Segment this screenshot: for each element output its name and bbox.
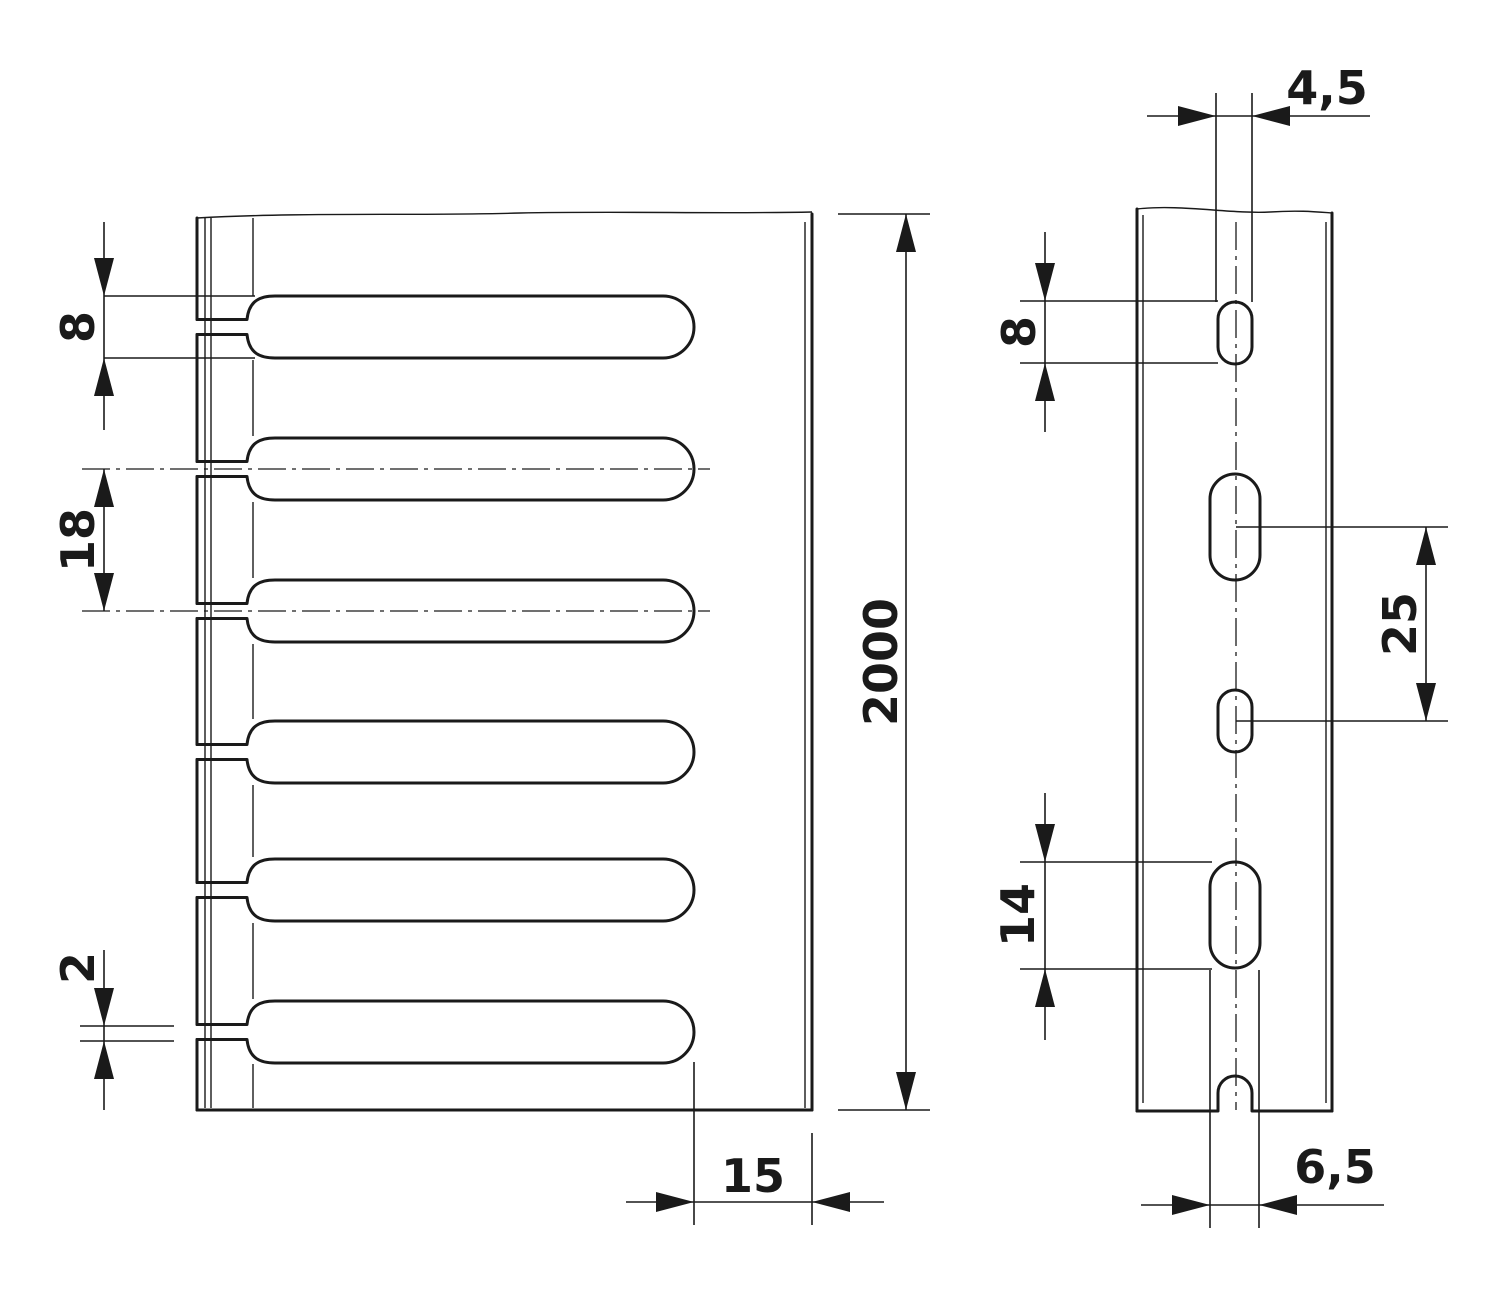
side-bottom-edge [1135,1074,1334,1113]
front-slots [195,216,696,1112]
dim-side-large-hole: 14 [991,793,1212,1040]
dim-front-gap-label: 2 [51,952,105,984]
front-slot-2 [195,436,696,502]
front-slot-1 [195,294,696,360]
dim-front-bottom-offset-label: 15 [721,1149,785,1203]
front-slot-6 [195,999,696,1065]
side-view [1135,206,1334,1113]
dim-front-bottom-offset: 15 [626,1062,884,1225]
dim-front-length: 2000 [838,213,930,1111]
dim-side-offset-bottom-label: 6,5 [1294,1140,1376,1194]
dim-front-slot-pitch-label: 18 [51,508,105,572]
dim-front-length-label: 2000 [854,598,908,726]
dim-side-small-hole-label: 8 [992,316,1046,348]
dim-side-small-hole: 8 [992,232,1218,432]
small-hole-top [1216,300,1254,366]
dim-front-slot-pitch: 18 [51,469,114,611]
dim-side-large-hole-label: 14 [991,883,1045,947]
dim-side-offset-top-label: 4,5 [1286,61,1368,115]
front-view [82,211,814,1112]
front-slot-5 [195,857,696,923]
dim-side-offset-bottom: 6,5 [1141,970,1384,1228]
dim-side-hole-pitch-label: 25 [1373,592,1427,656]
dim-front-slot-height: 8 [51,222,255,430]
dim-front-slot-height-label: 8 [51,311,105,343]
dim-side-offset-top: 4,5 [1147,61,1370,302]
dim-side-hole-pitch: 25 [1236,526,1448,722]
front-break-line [196,211,813,219]
side-break-line [1136,206,1333,214]
large-hole-lower [1208,860,1262,970]
front-slot-4 [195,719,696,785]
dim-front-gap: 2 [51,950,174,1110]
front-slot-3 [195,578,696,644]
